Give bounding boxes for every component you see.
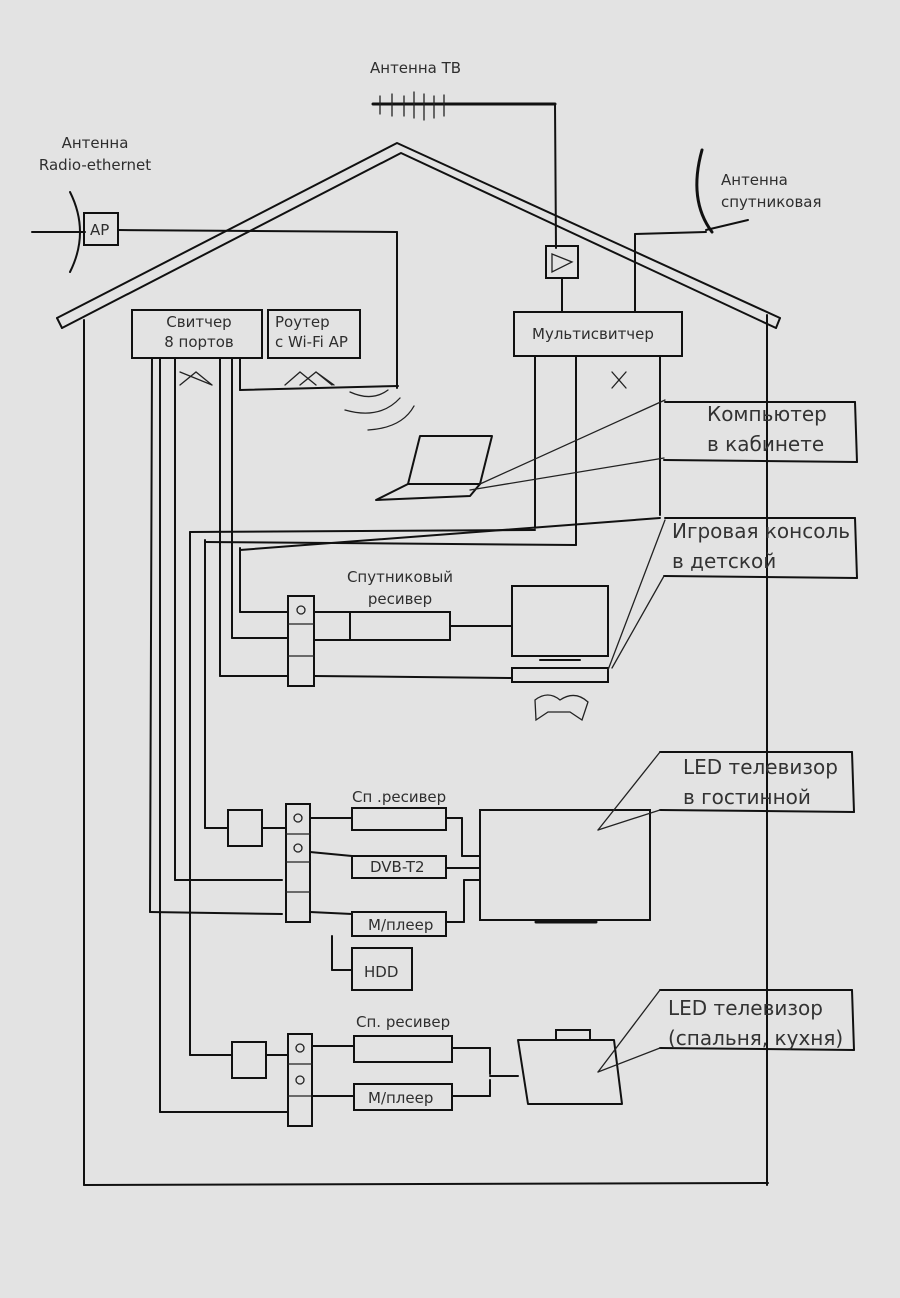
- tv-antenna-icon: [371, 91, 579, 313]
- multiswitch-outputs: [534, 355, 661, 546]
- sp-receiver-bedroom-label: Сп. ресивер: [356, 1013, 451, 1031]
- mplayer-bedroom-label: М/плеер: [368, 1089, 434, 1107]
- console-label: Игровая консоль в детской: [672, 519, 851, 573]
- tv-antenna-label: Антенна ТВ: [370, 59, 462, 77]
- satellite-antenna-label: Антенна спутниковая: [721, 171, 822, 211]
- dvb-label: DVB-T2: [370, 858, 425, 876]
- laptop-icon: [375, 399, 666, 501]
- multiswitch-label: Мультисвитчер: [532, 325, 654, 343]
- mplayer-living-label: М/плеер: [368, 916, 434, 934]
- led-living-label: LED телевизор в гостинной: [683, 755, 838, 809]
- router-box: [267, 309, 361, 359]
- led-bedroom-label: LED телевизор (спальня, кухня): [668, 996, 844, 1050]
- sp-receiver-living-label: Сп .ресивер: [352, 788, 447, 806]
- kids-tv: [511, 585, 609, 657]
- sat-receiver-label: Спутниковый ресивер: [346, 568, 454, 608]
- label-callout-lines: [659, 401, 858, 1051]
- computer-label: Компьютер в кабинете: [707, 402, 827, 456]
- router-label: Роутер с Wi-Fi AP: [275, 313, 348, 351]
- living-tv: [479, 809, 651, 921]
- house-roof: [56, 142, 781, 329]
- wifi-icon: [344, 389, 415, 431]
- bedroom-equipment: [231, 989, 661, 1127]
- radio-antenna-label: Антенна Radio-ethernet: [38, 134, 152, 174]
- multiswitch-box: [513, 311, 683, 357]
- living-room-equipment: [227, 751, 661, 991]
- ap-label: AP: [90, 221, 110, 239]
- radio-antenna-icon: [31, 191, 398, 389]
- satellite-antenna-icon: [634, 148, 749, 313]
- house-walls: [83, 314, 769, 1186]
- switch-box: [131, 309, 263, 359]
- hdd-label: HDD: [364, 963, 399, 981]
- switch-label: Свитчер 8 портов: [164, 313, 234, 351]
- network-ports: [179, 357, 399, 391]
- kids-room-equipment: [287, 519, 666, 722]
- bedroom-tv: [517, 1039, 623, 1105]
- cable-runs: [149, 357, 661, 1113]
